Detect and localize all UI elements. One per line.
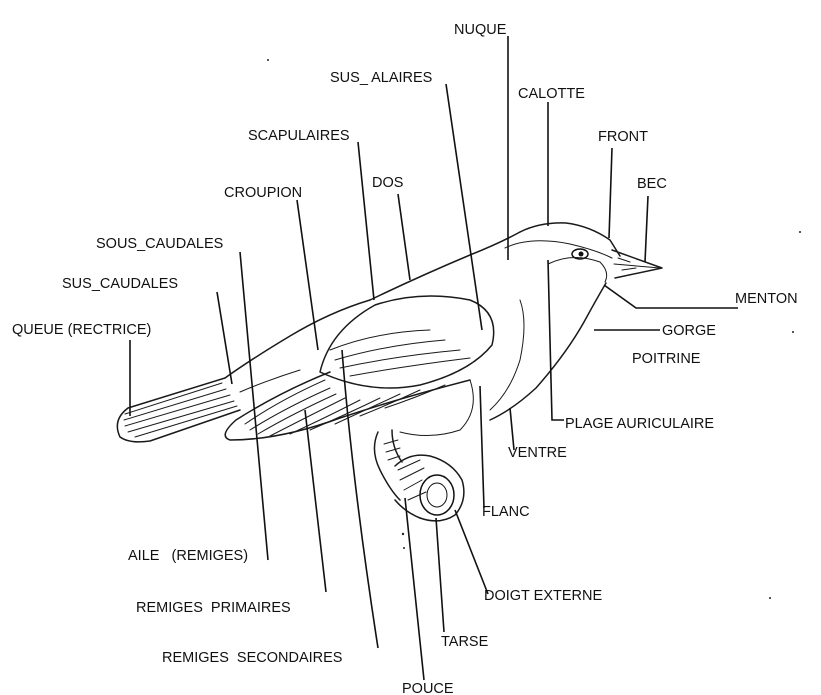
leader-menton xyxy=(604,285,738,308)
label-scapulaires: SCAPULAIRES xyxy=(248,128,350,144)
leader-sous-caudales xyxy=(240,252,268,560)
label-aile: AILE (REMIGES) xyxy=(128,548,248,564)
leader-dos xyxy=(398,194,410,280)
leader-remiges-secondaires xyxy=(342,350,378,648)
bird-leg-and-perch xyxy=(374,430,463,521)
bird-underside xyxy=(490,283,606,420)
label-calotte: CALOTTE xyxy=(518,86,585,102)
bird-back xyxy=(370,232,520,300)
bird-tail xyxy=(117,378,240,442)
leader-tarse xyxy=(436,518,444,632)
leader-doigt-externe xyxy=(455,510,488,594)
leader-sus-caudales xyxy=(217,292,232,384)
label-flanc: FLANC xyxy=(482,504,530,520)
bird-crown xyxy=(520,223,620,256)
label-dos: DOS xyxy=(372,175,403,191)
label-nuque: NUQUE xyxy=(454,22,507,38)
leader-croupion xyxy=(297,200,318,350)
leader-front xyxy=(609,148,612,238)
label-tarse: TARSE xyxy=(441,634,489,650)
label-ventre: VENTRE xyxy=(508,445,567,461)
label-croupion: CROUPION xyxy=(224,185,302,201)
label-bec: BEC xyxy=(637,176,667,192)
leader-ventre xyxy=(510,408,514,450)
label-front: FRONT xyxy=(598,129,648,145)
leader-plage-auriculaire xyxy=(548,260,564,420)
leader-bec xyxy=(645,196,648,262)
leader-flanc xyxy=(480,386,484,508)
bird-illustration xyxy=(117,223,662,521)
label-remiges-primaires: REMIGES PRIMAIRES xyxy=(136,600,291,616)
label-remiges-secondaires: REMIGES SECONDAIRES xyxy=(162,650,342,666)
leader-pouce xyxy=(405,498,424,680)
label-pouce: POUCE xyxy=(402,681,454,695)
label-menton: MENTON xyxy=(735,291,798,307)
leader-scapulaires xyxy=(358,142,374,300)
label-doigt-externe: DOIGT EXTERNE xyxy=(484,588,602,604)
leader-remiges-primaires xyxy=(305,410,326,592)
label-sus-caudales: SUS_CAUDALES xyxy=(62,276,178,292)
label-queue: QUEUE (RECTRICE) xyxy=(12,322,151,338)
label-sus-alaires: SUS_ ALAIRES xyxy=(330,70,432,86)
bird-wing xyxy=(225,296,493,440)
label-gorge: GORGE xyxy=(662,323,716,339)
leader-sus-alaires xyxy=(446,84,482,330)
label-plage-auriculaire: PLAGE AURICULAIRE xyxy=(565,416,714,432)
label-sous-caudales: SOUS_CAUDALES xyxy=(96,236,223,252)
label-poitrine: POITRINE xyxy=(632,351,701,367)
